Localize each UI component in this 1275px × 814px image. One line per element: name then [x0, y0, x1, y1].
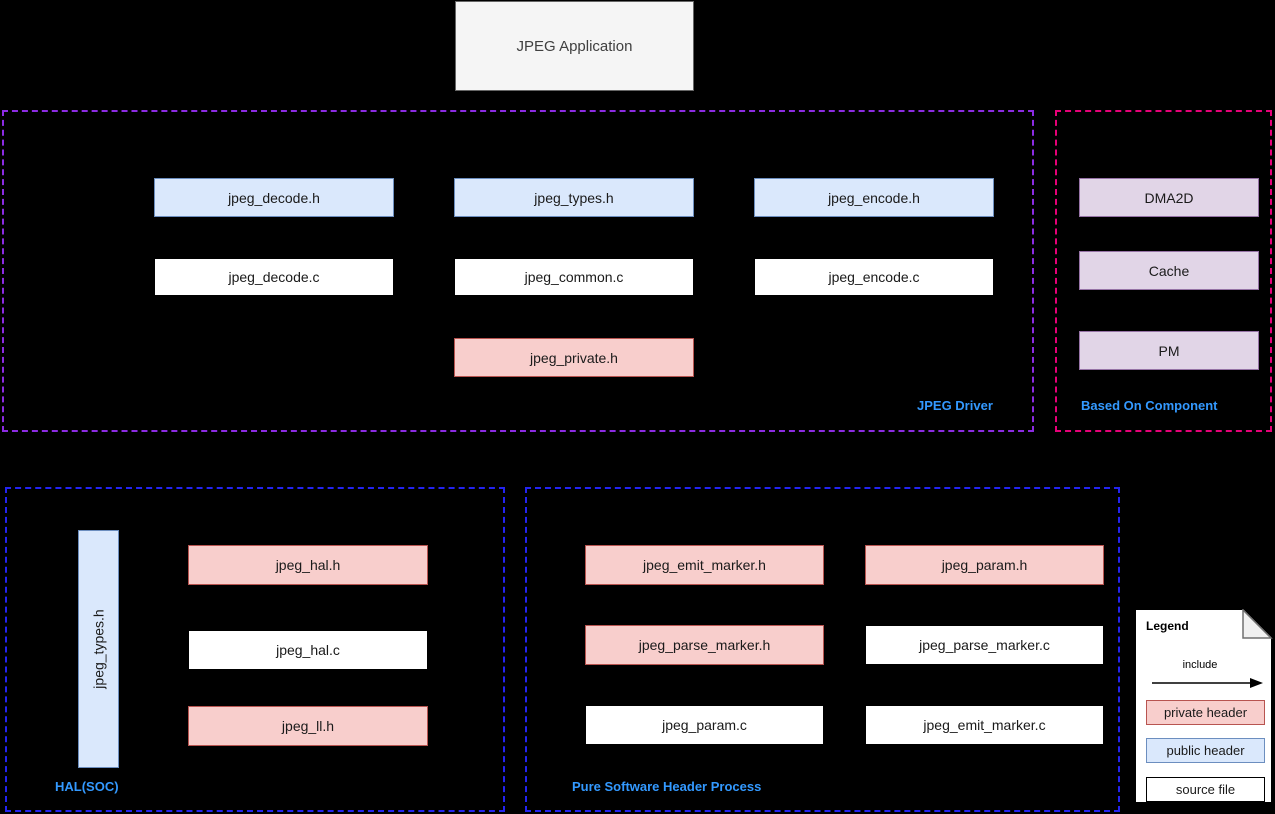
file-box-jpeg-private-h: jpeg_private.h — [454, 338, 694, 377]
file-box-jpeg-encode-h: jpeg_encode.h — [754, 178, 994, 217]
file-label: jpeg_encode.c — [828, 269, 920, 285]
jpeg-driver-label: JPEG Driver — [917, 398, 993, 413]
legend-include-label: include — [1182, 659, 1218, 671]
legend-note: Legend include private header public hea… — [1135, 609, 1272, 803]
jpeg-application-label: JPEG Application — [516, 37, 633, 55]
file-label: jpeg_param.h — [941, 557, 1028, 573]
file-label: jpeg_decode.h — [228, 189, 320, 206]
file-label: jpeg_param.c — [662, 717, 747, 733]
based-on-component-label: Based On Component — [1081, 398, 1218, 413]
hal-soc-container — [5, 487, 505, 812]
file-box-jpeg-parse-marker-h: jpeg_parse_marker.h — [585, 625, 824, 665]
legend-page-fold-icon — [1242, 609, 1273, 639]
file-box-jpeg-emit-marker-c: jpeg_emit_marker.c — [865, 705, 1104, 745]
file-label: jpeg_hal.h — [275, 557, 341, 573]
hal-soc-label: HAL(SOC) — [55, 779, 119, 794]
file-box-jpeg-param-c: jpeg_param.c — [585, 705, 824, 745]
pure-software-label: Pure Software Header Process — [572, 779, 762, 794]
file-label: jpeg_ll.h — [281, 718, 335, 734]
legend-item-label: source file — [1175, 782, 1236, 797]
file-label: jpeg_parse_marker.c — [919, 637, 1050, 653]
file-label: jpeg_types.h — [90, 609, 107, 689]
jpeg-application-box: JPEG Application — [455, 1, 694, 91]
legend-item-label: private header — [1163, 705, 1248, 720]
file-label: jpeg_emit_marker.h — [643, 557, 766, 573]
file-box-jpeg-param-h: jpeg_param.h — [865, 545, 1104, 585]
pure-software-container — [525, 487, 1120, 812]
legend-public-header-swatch: public header — [1146, 738, 1265, 763]
legend-item-label: public header — [1166, 743, 1245, 758]
file-box-jpeg-hal-c: jpeg_hal.c — [188, 630, 428, 670]
legend-private-header-swatch: private header — [1146, 700, 1265, 725]
component-label: PM — [1158, 342, 1180, 359]
component-box-pm: PM — [1079, 331, 1259, 370]
file-box-jpeg-ll-h: jpeg_ll.h — [188, 706, 428, 746]
file-label: jpeg_types.h — [534, 189, 614, 206]
legend-source-file-swatch: source file — [1146, 777, 1265, 802]
file-box-jpeg-decode-h: jpeg_decode.h — [154, 178, 394, 217]
component-label: DMA2D — [1144, 189, 1194, 206]
jpeg-driver-container — [2, 110, 1034, 432]
component-box-cache: Cache — [1079, 251, 1259, 290]
file-label: jpeg_common.c — [524, 269, 624, 285]
based-on-component-container — [1055, 110, 1272, 432]
file-label: jpeg_parse_marker.h — [638, 637, 771, 653]
file-box-jpeg-common-c: jpeg_common.c — [454, 258, 694, 296]
component-label: Cache — [1148, 262, 1190, 279]
vertical-file-box-jpeg-types-h: jpeg_types.h — [78, 530, 119, 768]
component-box-dma2d: DMA2D — [1079, 178, 1259, 217]
file-label: jpeg_hal.c — [276, 642, 340, 658]
file-label: jpeg_encode.h — [828, 189, 920, 206]
file-box-jpeg-decode-c: jpeg_decode.c — [154, 258, 394, 296]
file-label: jpeg_decode.c — [228, 269, 320, 285]
file-box-jpeg-parse-marker-c: jpeg_parse_marker.c — [865, 625, 1104, 665]
include-arrow-icon — [1152, 676, 1264, 690]
file-label: jpeg_emit_marker.c — [923, 717, 1046, 733]
legend-title: Legend — [1146, 619, 1189, 633]
file-box-jpeg-emit-marker-h: jpeg_emit_marker.h — [585, 545, 824, 585]
file-box-jpeg-hal-h: jpeg_hal.h — [188, 545, 428, 585]
file-box-jpeg-types-h: jpeg_types.h — [454, 178, 694, 217]
file-label: jpeg_private.h — [530, 349, 618, 366]
file-box-jpeg-encode-c: jpeg_encode.c — [754, 258, 994, 296]
